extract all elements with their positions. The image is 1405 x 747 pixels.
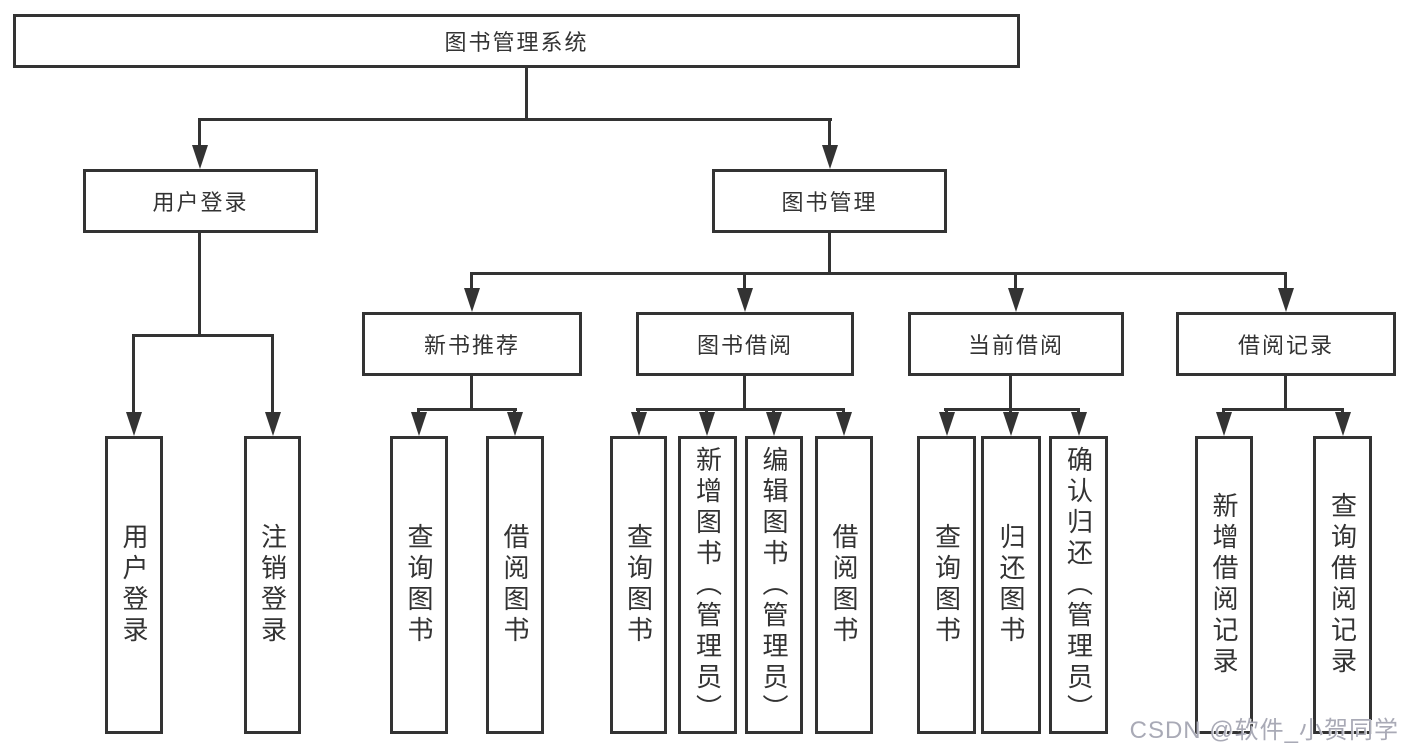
connector-user-login-stem [198, 232, 201, 336]
arrow-to-borrow-books-borrow-icon [835, 408, 852, 436]
node-book-borrow: 图书借阅 [636, 312, 854, 376]
arrow-to-leaf-user-login-icon [125, 334, 142, 436]
arrow-to-add-books-admin-icon [698, 408, 715, 436]
connector-borrow-bar [636, 408, 845, 411]
leaf-borrow-books-borrow: 借阅图书 [815, 436, 873, 734]
connector-current-stem [1009, 375, 1012, 411]
leaf-user-login: 用户登录 [105, 436, 163, 734]
arrow-to-edit-books-admin-icon [765, 408, 782, 436]
node-root: 图书管理系统 [13, 14, 1020, 68]
arrow-to-user-login-icon [191, 118, 208, 169]
leaf-edit-books-admin: 编辑图书（管理员） [745, 436, 803, 734]
node-borrow-records: 借阅记录 [1176, 312, 1396, 376]
arrow-to-return-books-icon [1002, 408, 1019, 436]
node-user-login: 用户登录 [83, 169, 318, 233]
arrow-to-current-borrow-icon [1007, 272, 1024, 312]
leaf-add-books-admin: 新增图书（管理员） [678, 436, 737, 734]
connector-level3-bar [470, 272, 1287, 275]
connector-level2-bar [198, 118, 832, 121]
node-new-book-recommend: 新书推荐 [362, 312, 582, 376]
leaf-confirm-return-admin: 确认归还（管理员） [1049, 436, 1108, 734]
arrow-to-query-borrow-record-icon [1334, 408, 1351, 436]
arrow-to-book-borrow-icon [736, 272, 753, 312]
csdn-watermark: CSDN @软件_小贺同学 [1129, 717, 1399, 744]
node-book-management: 图书管理 [712, 169, 947, 233]
arrow-to-query-books-recommend-icon [410, 408, 427, 436]
leaf-query-books-recommend: 查询图书 [390, 436, 448, 734]
leaf-query-books-current: 查询图书 [917, 436, 976, 734]
arrow-to-borrow-records-icon [1277, 272, 1294, 312]
connector-recommend-bar [417, 408, 517, 411]
leaf-logout: 注销登录 [244, 436, 301, 734]
connector-book-management-stem [828, 232, 831, 274]
connector-recommend-stem [470, 375, 473, 411]
leaf-add-borrow-record: 新增借阅记录 [1195, 436, 1253, 734]
connector-records-stem [1284, 375, 1287, 411]
arrow-to-confirm-return-admin-icon [1070, 408, 1087, 436]
leaf-query-books-borrow: 查询图书 [610, 436, 667, 734]
arrow-to-leaf-logout-icon [264, 334, 281, 436]
arrow-to-query-books-borrow-icon [630, 408, 647, 436]
leaf-query-borrow-record: 查询借阅记录 [1313, 436, 1372, 734]
arrow-to-book-management-icon [821, 118, 838, 169]
connector-current-bar [944, 408, 1080, 411]
connector-borrow-stem [743, 375, 746, 411]
connector-root-stem [525, 67, 528, 121]
connector-user-login-bar [132, 334, 274, 337]
arrow-to-add-borrow-record-icon [1215, 408, 1232, 436]
leaf-borrow-books-recommend: 借阅图书 [486, 436, 544, 734]
arrow-to-query-books-current-icon [938, 408, 955, 436]
node-current-borrow: 当前借阅 [908, 312, 1124, 376]
arrow-to-new-book-recommend-icon [463, 272, 480, 312]
leaf-return-books: 归还图书 [981, 436, 1041, 734]
connector-records-bar [1222, 408, 1344, 411]
arrow-to-borrow-books-recommend-icon [506, 408, 523, 436]
